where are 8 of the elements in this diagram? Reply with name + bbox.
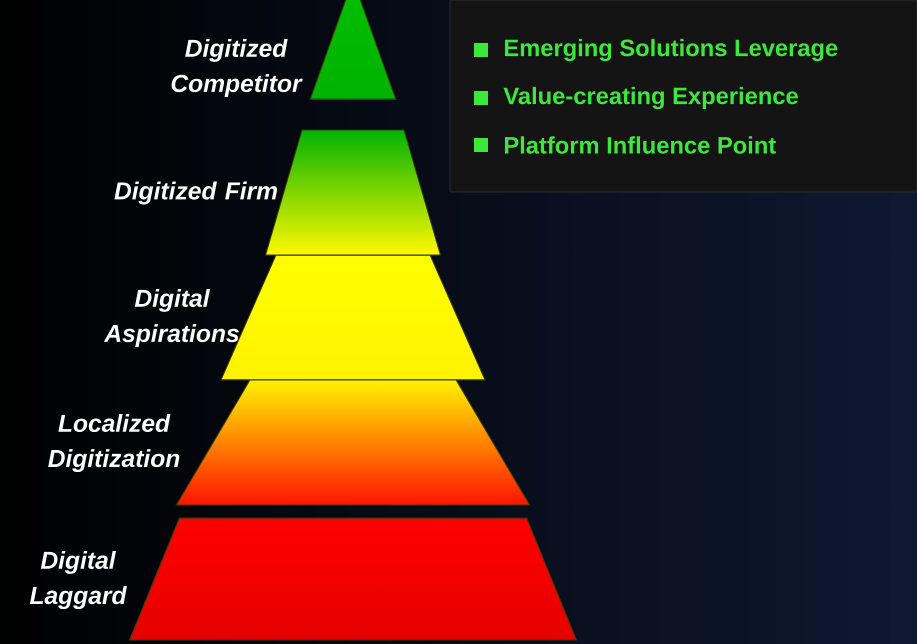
level-label: Localized Digitization <box>48 414 180 472</box>
bullet-text: Platform Influence Point <box>504 136 776 154</box>
level-label: Digitized Competitor <box>172 38 303 98</box>
level-label: Digital Laggard <box>30 550 127 610</box>
level-label: Digitized Firm <box>114 182 277 204</box>
level-label: Digital Aspirations <box>104 288 239 348</box>
bullet-text: Emerging Solutions Leverage <box>504 38 838 62</box>
bullet-text: Value-creating Experience <box>504 86 798 110</box>
